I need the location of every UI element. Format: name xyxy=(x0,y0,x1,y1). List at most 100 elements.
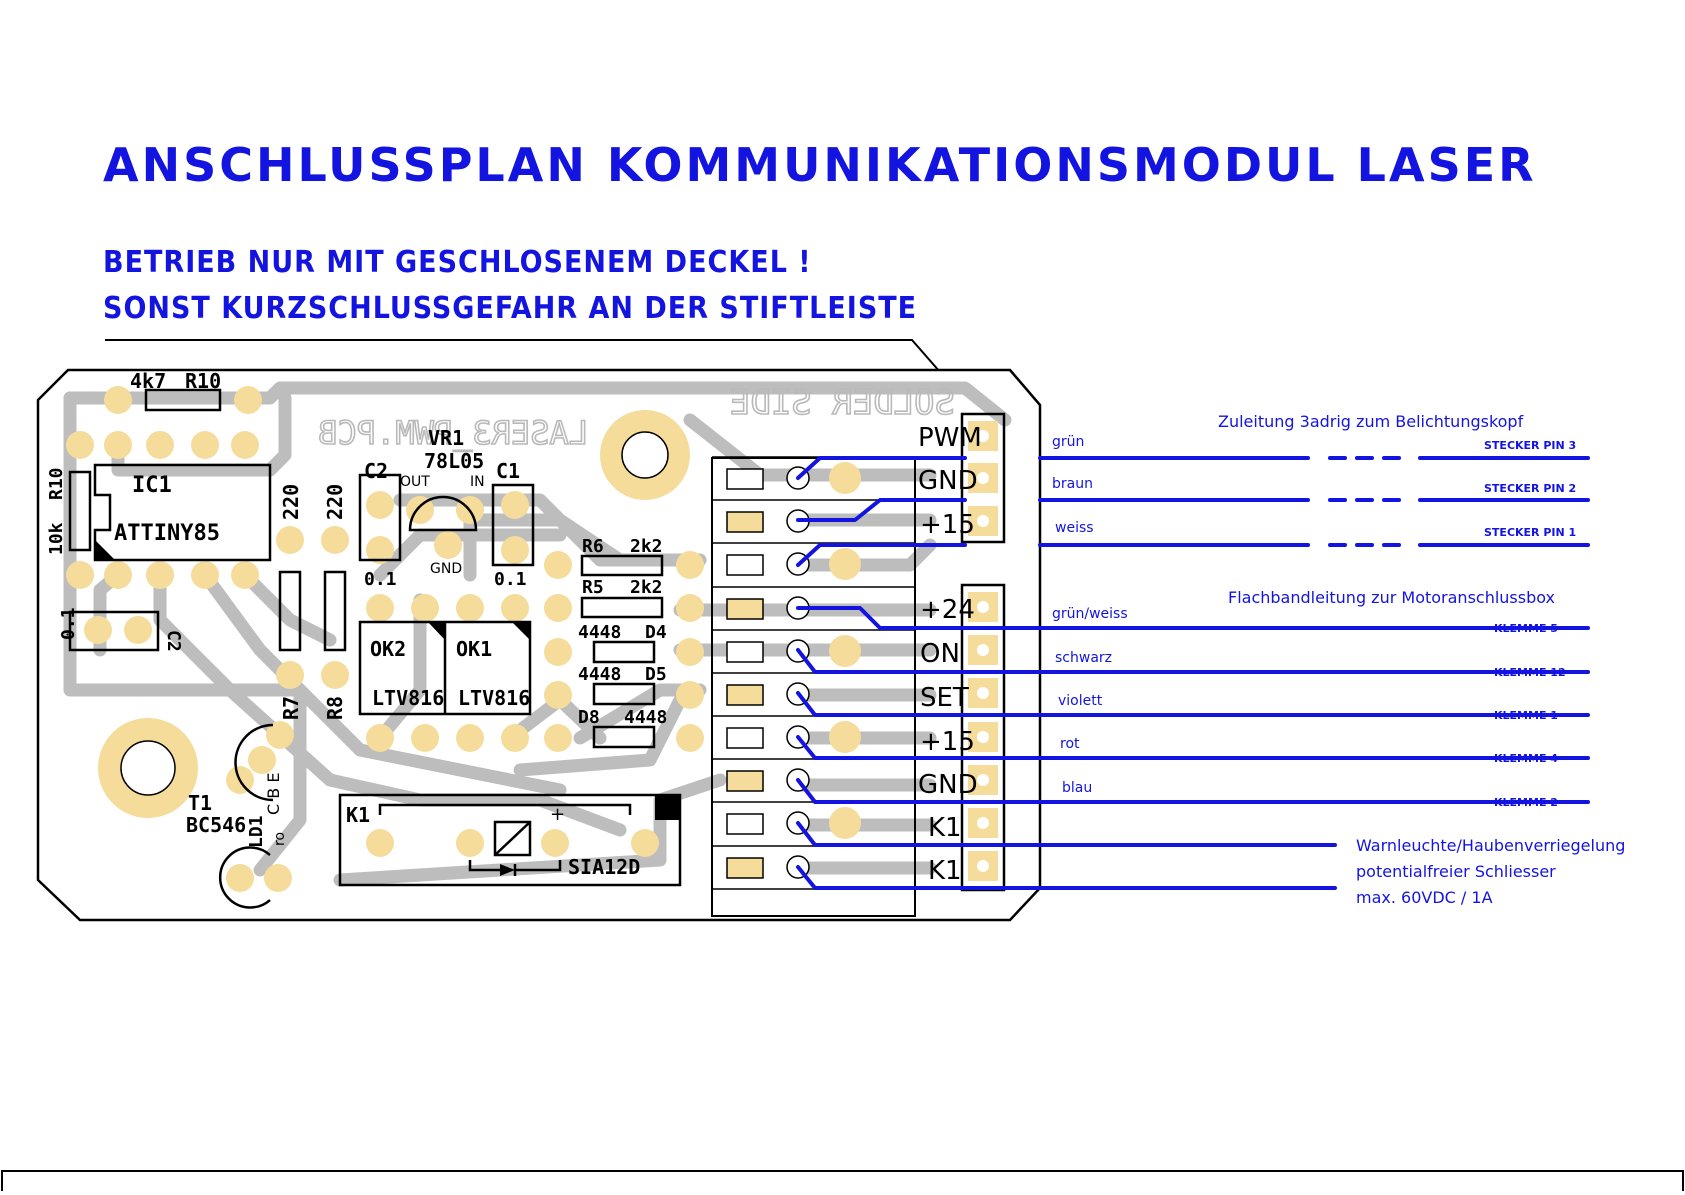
wire-color-label: braun xyxy=(1052,476,1093,492)
internal-blue-wires xyxy=(796,456,1042,890)
vr1-gnd-label: GND xyxy=(430,561,462,577)
terminal-screw-slot xyxy=(726,857,764,879)
wire-color-label: blau xyxy=(1062,780,1092,796)
r-left-ref-label: R10 xyxy=(46,467,67,500)
component-labels: 4k7 R10 R10 10k IC1 ATTINY85 220 220 R7 … xyxy=(46,369,667,879)
c1-value-label: 0.1 xyxy=(494,569,527,590)
vr1-out-label: OUT xyxy=(400,474,430,490)
t1-pins-label: C B E xyxy=(264,773,283,815)
r7-ref-label: R7 xyxy=(279,696,303,720)
terminal-labels: PWM GND +15 +24 ON SET +15 GND K1 K1 xyxy=(918,423,982,886)
c2-value-label: 0.1 xyxy=(364,569,397,590)
silkscreen xyxy=(68,388,682,909)
wire-color-label: weiss xyxy=(1055,520,1094,536)
terminal-label: PWM xyxy=(918,423,982,453)
mounting-hole-top xyxy=(600,410,690,500)
r8-value-label: 220 xyxy=(323,484,347,520)
cable2-heading: Flachbandleitung zur Motoranschlussbox xyxy=(1228,588,1555,607)
d5-value-label: 4448 xyxy=(578,664,621,685)
terminal-screw-slot xyxy=(726,813,764,835)
wire-pin-label: STECKER PIN 3 xyxy=(1484,439,1576,452)
relay-note-line-1: Warnleuchte/Haubenverriegelung xyxy=(1356,836,1625,855)
wire-pin-label: STECKER PIN 1 xyxy=(1484,526,1576,539)
k1-ref-label: K1 xyxy=(346,803,370,827)
header-pin-hole xyxy=(977,731,989,743)
wire-color-label: schwarz xyxy=(1055,650,1112,666)
ok2-ref-label: OK2 xyxy=(370,637,406,661)
wire-pin-label: KLEMME 1 xyxy=(1494,709,1558,722)
terminal-label: ON xyxy=(920,639,960,669)
wire-pin-label: STECKER PIN 2 xyxy=(1484,482,1576,495)
header-pin-hole xyxy=(977,472,989,484)
r10-value-label: 4k7 xyxy=(130,369,166,393)
solder-side-label: SOLDER SIDE xyxy=(730,383,955,423)
d4-value-label: 4448 xyxy=(578,622,621,643)
header-pin-hole xyxy=(977,687,989,699)
terminal-label: K1 xyxy=(928,856,962,886)
terminal-label: +24 xyxy=(920,595,975,625)
t1-ref-label: T1 xyxy=(188,791,212,815)
copper-traces xyxy=(63,381,1012,887)
c1-ref-label: C1 xyxy=(496,459,520,483)
vr1-ref-label: VR1 xyxy=(428,426,464,450)
wire-pin-label: KLEMME 12 xyxy=(1494,666,1566,679)
warning-line-1: BETRIEB NUR MIT GESCHLOSENEM DECKEL ! xyxy=(103,245,812,280)
ok1-part-label: LTV816 xyxy=(458,686,530,710)
ld1-color-label: ro xyxy=(272,832,288,846)
r5-value-label: 2k2 xyxy=(630,577,663,598)
c2-ref-label: C2 xyxy=(364,459,388,483)
ok2-part-label: LTV816 xyxy=(372,686,444,710)
wire-color-label: violett xyxy=(1058,693,1103,709)
terminal-label: SET xyxy=(920,683,969,713)
r8-ref-label: R8 xyxy=(323,696,347,720)
wire-pin-label: KLEMME 5 xyxy=(1494,622,1558,635)
wire-pin-label: KLEMME 2 xyxy=(1494,796,1558,809)
wire-color-label: rot xyxy=(1060,736,1080,752)
header-pin-hole xyxy=(977,774,989,786)
cable-belichtungskopf: Zuleitung 3adrig zum Belichtungskopf grü… xyxy=(1038,412,1590,547)
header-pin-hole xyxy=(977,817,989,829)
t1-part-label: BC546 xyxy=(186,813,246,837)
mounting-hole-bottom xyxy=(98,718,198,818)
r7-value-label: 220 xyxy=(279,484,303,520)
relay-contact-wires: Warnleuchte/Haubenverriegelung potential… xyxy=(1038,836,1625,907)
terminal-screw-slot xyxy=(726,684,764,706)
terminal-pad xyxy=(829,548,861,580)
terminal-label: +15 xyxy=(920,727,975,757)
header-pin-hole xyxy=(977,860,989,872)
terminal-screw-slot xyxy=(726,770,764,792)
header-pin-hole xyxy=(977,430,989,442)
r10-ref-label: R10 xyxy=(185,369,221,393)
ok1-ref-label: OK1 xyxy=(456,637,492,661)
terminal-screw-slot xyxy=(726,511,764,533)
vr1-in-label: IN xyxy=(470,474,485,490)
pcb-filename-label: LASER3_PWM.PCB xyxy=(318,414,588,452)
terminal-screw-slot xyxy=(726,468,764,490)
d5-ref-label: D5 xyxy=(645,664,667,685)
terminal-label: GND xyxy=(918,466,978,496)
terminal-screw-slot xyxy=(726,598,764,620)
relay-note-line-3: max. 60VDC / 1A xyxy=(1356,888,1493,907)
terminal-label: +15 xyxy=(920,510,975,540)
terminal-pad xyxy=(829,807,861,839)
cable-motoranschlussbox: Flachbandleitung zur Motoranschlussbox g… xyxy=(1038,588,1590,809)
ic1-part-label: ATTINY85 xyxy=(114,521,220,546)
component-pads xyxy=(66,386,704,892)
wire-color-label: grün xyxy=(1052,434,1084,450)
terminal-screw-slot xyxy=(726,727,764,749)
terminal-pad xyxy=(829,635,861,667)
vr1-part-label: 78L05 xyxy=(424,449,484,473)
terminal-pad xyxy=(829,462,861,494)
ic1-ref-label: IC1 xyxy=(132,473,172,498)
page-title: ANSCHLUSSPLAN KOMMUNIKATIONSMODUL LASER xyxy=(103,138,1537,192)
cable1-heading: Zuleitung 3adrig zum Belichtungskopf xyxy=(1218,412,1524,431)
k1-plus-label: + xyxy=(550,804,565,825)
warning-line-2: SONST KURZSCHLUSSGEFAHR AN DER STIFTLEIS… xyxy=(103,291,917,326)
relay-note-line-2: potentialfreier Schliesser xyxy=(1356,862,1556,881)
terminal-label: K1 xyxy=(928,813,962,843)
header-pin-hole xyxy=(977,601,989,613)
c2b-ref-label: C2 xyxy=(163,630,184,652)
drawing-frame-bottom xyxy=(1,1170,1684,1194)
